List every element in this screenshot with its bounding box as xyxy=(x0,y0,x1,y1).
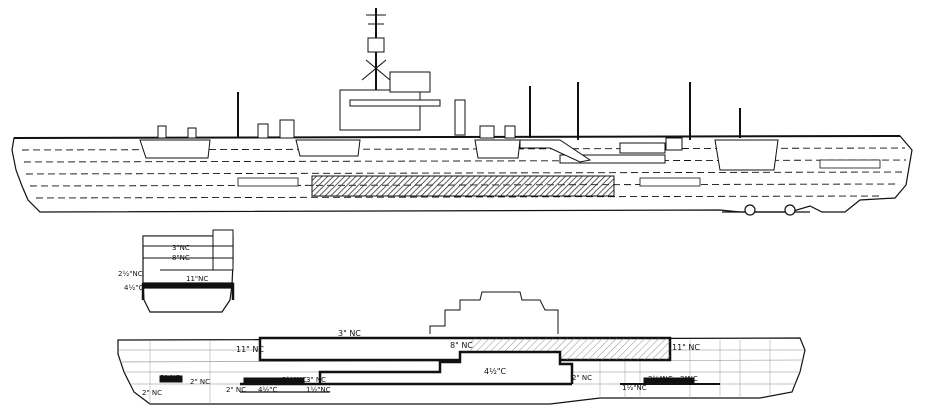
portholes xyxy=(237,159,881,187)
ap-label-2: 8" NC xyxy=(450,341,473,350)
ap-label-4: 4½"C xyxy=(484,367,507,376)
ap-label-16: 1½"NC xyxy=(622,384,647,392)
cs-label-4: 4½"C xyxy=(124,284,143,292)
cs-label-1: 8"NC xyxy=(172,254,190,262)
cross-section-labels: 3"NC 8"NC 2½"NC 11"NC 4½"C xyxy=(118,244,208,292)
ap-label-6: 2" NC xyxy=(190,378,210,386)
ap-label-8: 2½"NC xyxy=(282,376,307,384)
deck-guns xyxy=(157,119,683,163)
lower-armour xyxy=(318,350,574,384)
cross-section xyxy=(141,229,235,313)
armour-belt xyxy=(311,175,615,197)
propeller-rudder xyxy=(722,204,810,216)
armour-profile xyxy=(117,291,806,405)
ap-label-10: 2" NC xyxy=(572,374,592,382)
ap-label-15: 3"NC xyxy=(680,375,698,383)
ap-label-14: 2½"NC xyxy=(648,375,673,383)
masts xyxy=(237,82,741,140)
ap-label-17: 2" NC xyxy=(142,389,162,397)
cross-armour-deck xyxy=(142,282,234,289)
island xyxy=(339,8,466,136)
ship-profile xyxy=(11,8,913,216)
ap-label-3: 11" NC xyxy=(672,343,700,352)
ap-label-12: 2" NC xyxy=(226,386,246,394)
ap-label-11: 4½"C xyxy=(258,386,277,394)
cs-label-0: 3"NC xyxy=(172,244,190,252)
ap-label-13: 1½"NC xyxy=(306,386,331,394)
armour-profile-labels: 3" NC 11" NC 8" NC 11" NC 4½"C 3" NC 2" … xyxy=(142,329,700,397)
cs-label-3: 11"NC xyxy=(186,275,208,283)
sponsons xyxy=(139,139,779,171)
hull-outline xyxy=(11,135,913,213)
ap-label-0: 3" NC xyxy=(338,329,361,338)
ap-label-7: 2½"NC xyxy=(244,377,269,385)
ap-label-5: 3" NC xyxy=(160,374,180,382)
ap-label-9: 3" NC xyxy=(306,376,326,384)
cs-label-2: 2½"NC xyxy=(118,270,143,278)
ap-label-1: 11" NC xyxy=(236,345,264,354)
profile-island xyxy=(429,291,559,334)
